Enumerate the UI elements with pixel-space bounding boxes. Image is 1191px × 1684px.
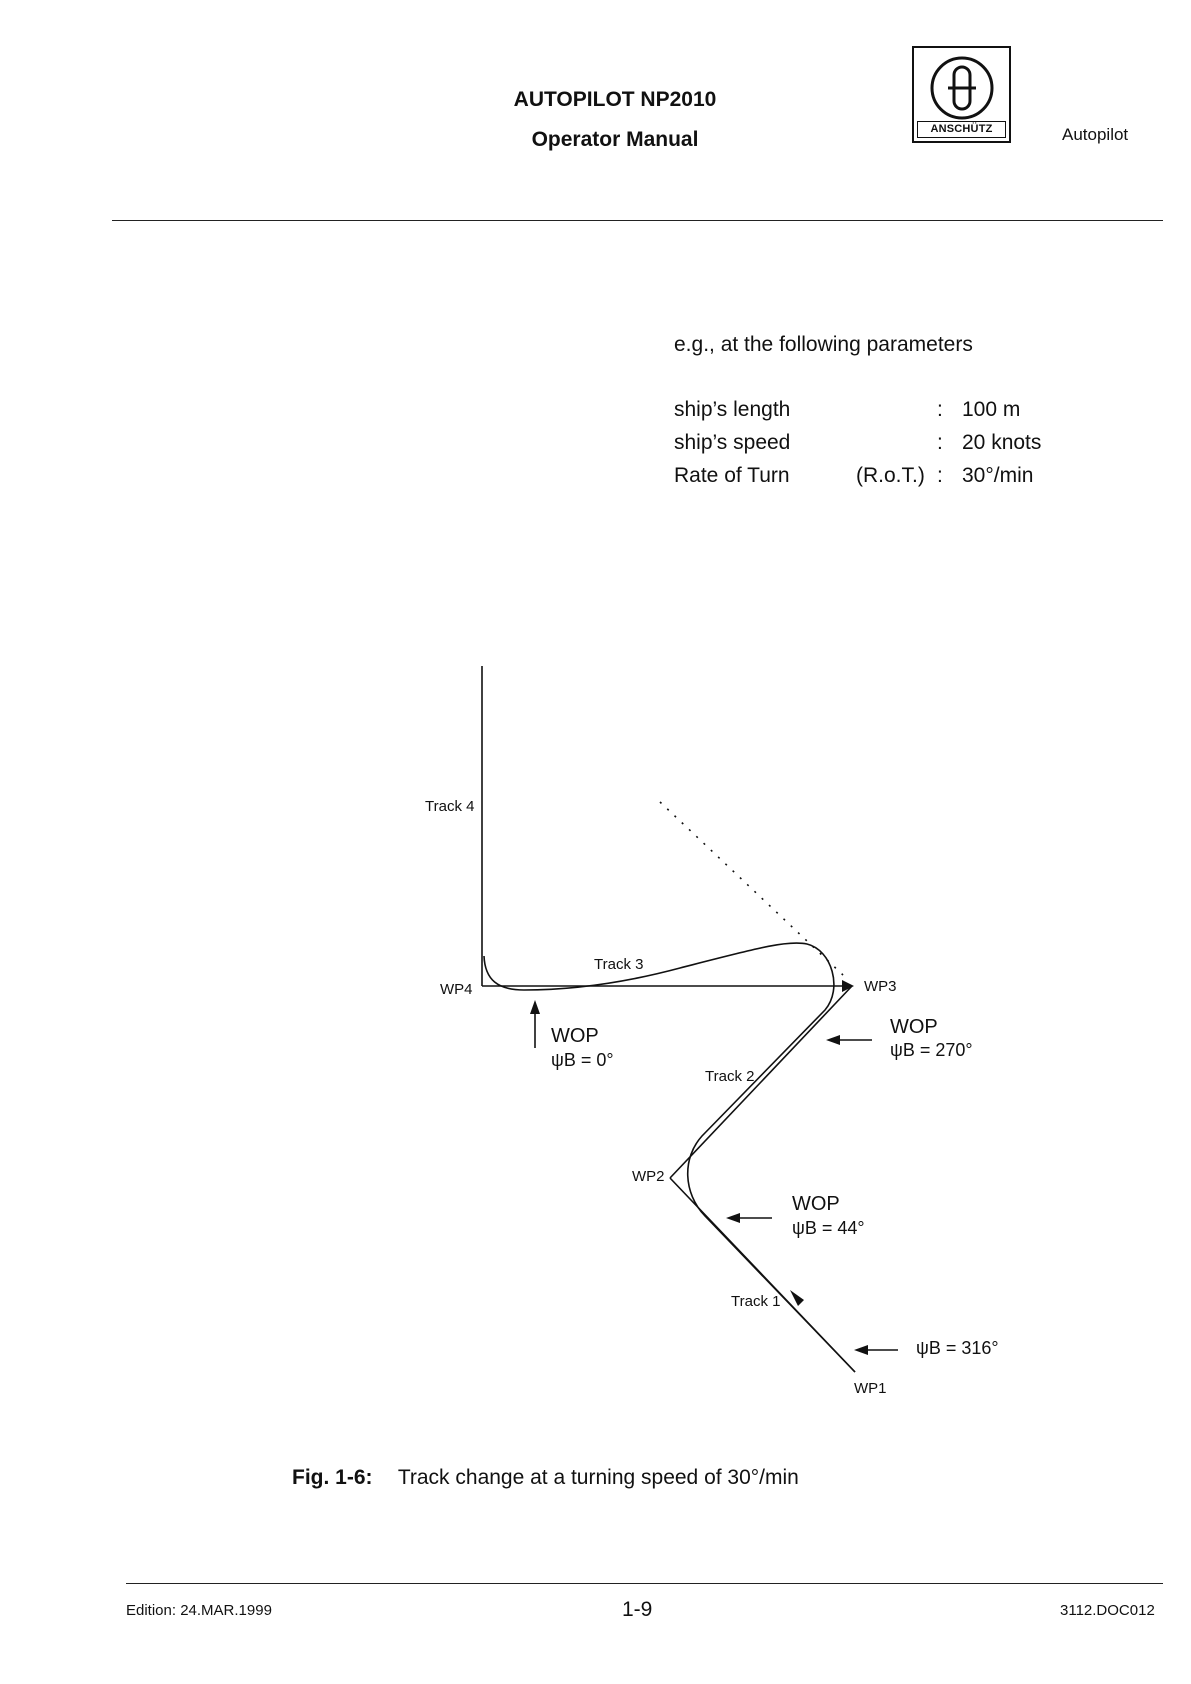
param-label: ship’s length [674,398,791,421]
figure-caption: Fig. 1-6: Track change at a turning spee… [292,1466,799,1490]
dotted-extension [659,801,844,976]
params-intro: e.g., at the following parameters [674,333,973,356]
logo-wordmark: ANSCHÜTZ [917,121,1006,138]
track4-label: Track 4 [425,798,475,815]
section-name: Autopilot [1062,125,1129,144]
param-label: ship’s speed [674,431,791,454]
param-value: 20 knots [962,431,1042,454]
left-arrow-icon [826,1035,872,1045]
ship-path [483,942,856,1373]
heading-value: ψB = 0° [551,1050,614,1070]
document-id: 3112.DOC012 [1060,1602,1155,1619]
wp3-arrow-icon [842,980,854,992]
footer-rule [126,1583,1163,1584]
param-colon: : [937,464,943,487]
anschutz-emblem-icon [930,56,994,120]
wop-label: WOP [551,1025,599,1047]
manual-title: AUTOPILOT NP2010 [513,88,717,111]
figure-number: Fig. 1-6: [292,1466,373,1489]
param-sublabel: (R.o.T.) [856,464,925,487]
anschutz-logo: ANSCHÜTZ [912,46,1011,143]
wp2-label: WP2 [632,1168,665,1185]
figure-caption-text: Track change at a turning speed of 30°/m… [397,1466,799,1489]
track3-label: Track 3 [594,956,644,973]
heading-value: ψB = 270° [890,1040,973,1060]
track2-label: Track 2 [705,1068,755,1085]
manual-subtitle: Operator Manual [531,128,699,151]
heading-value: ψB = 316° [916,1338,999,1358]
param-value: 30°/min [962,464,1034,487]
param-colon: : [937,398,943,421]
edition-date: Edition: 24.MAR.1999 [126,1602,272,1619]
left-arrow-icon [854,1345,898,1355]
wp4-label: WP4 [440,981,473,998]
track2-line [669,985,853,1179]
param-colon: : [937,431,943,454]
track1-arrow-icon [790,1290,804,1306]
track1-label: Track 1 [731,1293,781,1310]
left-arrow-icon [726,1213,772,1223]
wop-label: WOP [792,1193,840,1215]
up-arrow-icon [530,1000,540,1048]
page-number: 1-9 [622,1598,653,1621]
wp1-label: WP1 [854,1380,887,1397]
wop-label: WOP [890,1016,938,1038]
params-table: ship’s length : 100 m ship’s speed : 20 … [674,398,1094,498]
param-label: Rate of Turn [674,464,790,487]
param-value: 100 m [962,398,1021,421]
header-rule [112,220,1163,221]
wp3-label: WP3 [864,978,897,995]
heading-value: ψB = 44° [792,1218,865,1238]
